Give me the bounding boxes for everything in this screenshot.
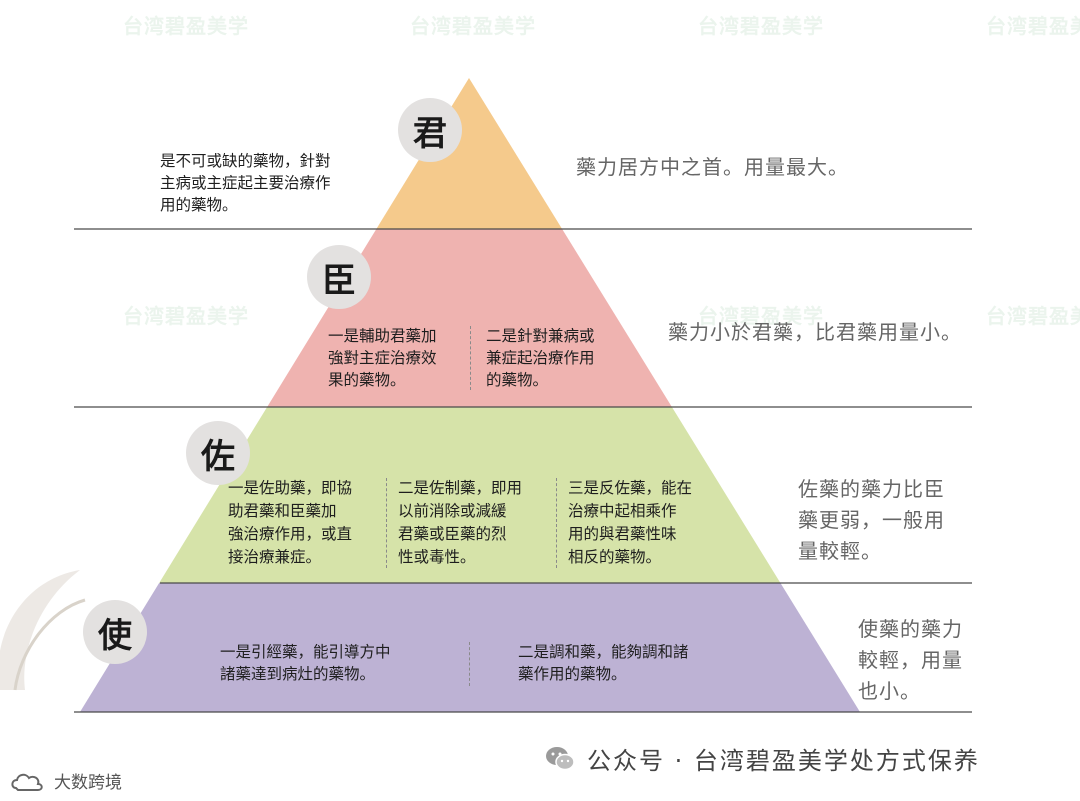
zuo-dosage-note: 佐藥的藥力比臣 藥更弱，一般用 量較輕。 xyxy=(798,474,945,567)
jun-desc-line: 是不可或缺的藥物，針對 xyxy=(160,150,331,172)
zuo-role-3-line: 相反的藥物。 xyxy=(568,546,692,569)
jun-desc-line: 主病或主症起主要治療作 xyxy=(160,172,331,194)
shi-dosage-note: 使藥的藥力 較輕，用量 也小。 xyxy=(858,614,963,707)
zuo-role-3-line: 用的與君藥性味 xyxy=(568,523,692,546)
shi-circle: 使 xyxy=(83,600,147,664)
chen-role-1: 一是輔助君藥加 強對主症治療效 果的藥物。 xyxy=(328,325,437,391)
corner-logo-text: 大数跨境 xyxy=(54,768,122,793)
zuo-divider-1 xyxy=(386,478,387,568)
shi-role-1: 一是引經藥，能引導方中 諸藥達到病灶的藥物。 xyxy=(220,641,391,685)
shi-band xyxy=(80,583,860,712)
zuo-role-2-line: 性或毒性。 xyxy=(398,546,522,569)
zuo-note-line: 藥更弱，一般用 xyxy=(798,505,945,536)
wechat-icon xyxy=(545,745,575,773)
shi-role-2-line: 二是調和藥，能夠調和諸 xyxy=(518,641,689,663)
zuo-role-3-line: 治療中起相乘作 xyxy=(568,500,692,523)
shi-role-1-line: 諸藥達到病灶的藥物。 xyxy=(220,663,391,685)
chen-role-2-line: 的藥物。 xyxy=(486,369,595,391)
zuo-role-2-line: 以前消除或減緩 xyxy=(398,500,522,523)
zuo-role-2-line: 君藥或臣藥的烈 xyxy=(398,523,522,546)
shi-divider xyxy=(469,642,470,686)
jun-note-line: 藥力居方中之首。用量最大。 xyxy=(576,152,849,183)
shi-role-1-line: 一是引經藥，能引導方中 xyxy=(220,641,391,663)
chen-circle: 臣 xyxy=(307,245,371,309)
chen-role-1-line: 果的藥物。 xyxy=(328,369,437,391)
zuo-role-1-line: 強治療作用，或直 xyxy=(228,523,352,546)
corner-logo: 大数跨境 xyxy=(10,768,122,793)
chen-role-2: 二是針對兼病或 兼症起治療作用 的藥物。 xyxy=(486,325,595,391)
jun-circle: 君 xyxy=(398,98,462,162)
zuo-role-1: 一是佐助藥，即協 助君藥和臣藥加 強治療作用，或直 接治療兼症。 xyxy=(228,477,352,569)
jun-dosage-note: 藥力居方中之首。用量最大。 xyxy=(576,152,849,183)
chen-role-1-line: 一是輔助君藥加 xyxy=(328,325,437,347)
chen-divider xyxy=(470,326,471,390)
chen-role-2-line: 二是針對兼病或 xyxy=(486,325,595,347)
zuo-role-1-line: 一是佐助藥，即協 xyxy=(228,477,352,500)
zuo-note-line: 佐藥的藥力比臣 xyxy=(798,474,945,505)
zuo-role-1-line: 接治療兼症。 xyxy=(228,546,352,569)
chen-role-2-line: 兼症起治療作用 xyxy=(486,347,595,369)
zuo-role-2-line: 二是佐制藥，即用 xyxy=(398,477,522,500)
jun-desc-line: 用的藥物。 xyxy=(160,194,331,216)
footer-text: 公众号 · 台湾碧盈美学处方式保养 xyxy=(587,741,980,776)
zuo-role-2: 二是佐制藥，即用 以前消除或減緩 君藥或臣藥的烈 性或毒性。 xyxy=(398,477,522,569)
shi-note-line: 使藥的藥力 xyxy=(858,614,963,645)
zuo-role-3: 三是反佐藥，能在 治療中起相乘作 用的與君藥性味 相反的藥物。 xyxy=(568,477,692,569)
zuo-role-3-line: 三是反佐藥，能在 xyxy=(568,477,692,500)
chen-note-line: 藥力小於君藥，比君藥用量小。 xyxy=(668,317,962,348)
footer-credit: 公众号 · 台湾碧盈美学处方式保养 xyxy=(545,741,980,776)
cloud-logo-icon xyxy=(10,770,50,792)
zuo-circle: 佐 xyxy=(186,421,250,485)
zuo-note-line: 量較輕。 xyxy=(798,536,945,567)
shi-note-line: 也小。 xyxy=(858,676,963,707)
jun-description: 是不可或缺的藥物，針對 主病或主症起主要治療作 用的藥物。 xyxy=(160,150,331,216)
zuo-divider-2 xyxy=(556,478,557,568)
shi-note-line: 較輕，用量 xyxy=(858,645,963,676)
shi-role-2-line: 藥作用的藥物。 xyxy=(518,663,689,685)
shi-role-2: 二是調和藥，能夠調和諸 藥作用的藥物。 xyxy=(518,641,689,685)
chen-dosage-note: 藥力小於君藥，比君藥用量小。 xyxy=(668,317,962,348)
chen-role-1-line: 強對主症治療效 xyxy=(328,347,437,369)
zuo-role-1-line: 助君藥和臣藥加 xyxy=(228,500,352,523)
jun-band xyxy=(376,78,562,229)
